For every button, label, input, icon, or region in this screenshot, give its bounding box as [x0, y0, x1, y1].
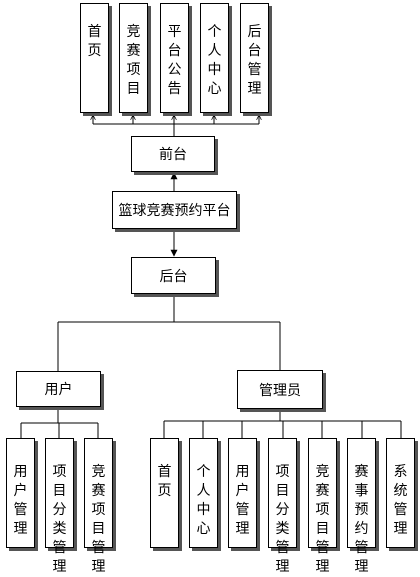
module-structure-diagram: 首页 竞赛项目 平台公告 个人中心 后台管理 前台 篮球竞赛预约平台 后台 用户…: [6, 0, 415, 575]
admin-module-home: 首页: [150, 438, 179, 548]
backend-node: 后台: [131, 257, 216, 294]
admin-module-competition-management: 竞赛项目管理: [308, 438, 337, 575]
admin-module-user-management: 用户管理: [228, 438, 257, 548]
user-module-user-management: 用户管理: [6, 438, 35, 548]
frontend-module-admin-backend: 后台管理: [240, 3, 269, 113]
frontend-module-home: 首页: [80, 3, 109, 113]
admin-node: 管理员: [237, 370, 323, 409]
admin-module-personal-center: 个人中心: [189, 438, 218, 548]
admin-module-system-management: 系统管理: [386, 438, 415, 548]
platform-node: 篮球竞赛预约平台: [112, 191, 237, 229]
user-module-category-management: 项目分类管理: [45, 438, 74, 575]
frontend-node: 前台: [131, 136, 215, 172]
frontend-module-platform-announcements: 平台公告: [160, 3, 189, 113]
admin-module-booking-management: 赛事预约管理: [347, 438, 376, 575]
user-module-competition-management: 竞赛项目管理: [84, 438, 113, 575]
frontend-module-competition-projects: 竞赛项目: [119, 3, 148, 113]
user-node: 用户: [16, 371, 101, 407]
connector-lines: [20, 0, 402, 438]
frontend-module-personal-center: 个人中心: [200, 3, 229, 113]
admin-module-category-management: 项目分类管理: [268, 438, 297, 575]
